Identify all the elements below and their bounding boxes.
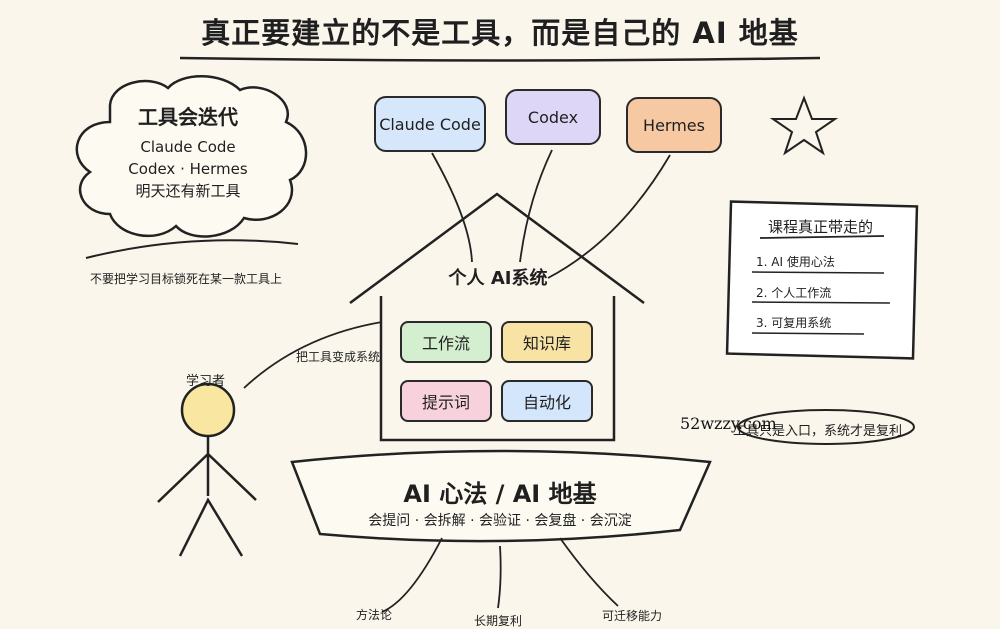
foundation-title: AI 心法 / AI 地基	[403, 480, 597, 508]
tool-hermes: Hermes	[626, 97, 722, 153]
page-title: 真正要建立的不是工具，而是自己的 AI 地基	[201, 16, 799, 50]
tool-claude-code: Claude Code	[374, 96, 486, 152]
learner-arrow	[243, 321, 383, 389]
root-label: 方法论	[356, 608, 393, 622]
tool-connector	[519, 149, 553, 263]
note-card	[725, 200, 919, 360]
house-title: 个人 AI系统	[448, 268, 548, 289]
module-prompts: 提示词	[400, 380, 492, 422]
module-workflow: 工作流	[400, 321, 492, 363]
module-knowledge-base: 知识库	[501, 321, 593, 363]
root-line	[381, 537, 443, 613]
learner-body	[157, 436, 257, 557]
root-label: 可迁移能力	[602, 609, 663, 623]
note-item: 2. 个人工作流	[756, 286, 832, 300]
root-line	[497, 545, 502, 609]
title-underline	[179, 56, 821, 62]
cloud-line: Codex · Hermes	[128, 160, 248, 178]
cloud-shape	[75, 75, 308, 238]
cloud-line: Claude Code	[140, 138, 236, 156]
cloud-underline	[85, 239, 299, 259]
root-line	[559, 537, 619, 607]
tool-connector	[431, 152, 473, 263]
house-body	[379, 296, 616, 442]
note-item: 1. AI 使用心法	[756, 255, 835, 269]
tool-codex: Codex	[505, 89, 601, 145]
foundation-subtitle: 会提问 · 会拆解 · 会验证 · 会复盘 · 会沉淀	[368, 513, 632, 529]
watermark: 52wzzy.com	[680, 414, 777, 433]
note-item: 3. 可复用系统	[756, 316, 832, 330]
learner-arrow-label: 把工具变成系统	[296, 350, 381, 364]
cloud-line: 明天还有新工具	[135, 182, 241, 200]
house-roof	[349, 192, 645, 305]
cloud-text: 工具会迭代 Claude Code Codex · Hermes 明天还有新工具	[100, 106, 276, 202]
right-label-outline	[737, 409, 915, 445]
note-title: 课程真正带走的	[768, 218, 874, 236]
root-label: 长期复利	[474, 614, 523, 628]
foundation-shape	[290, 449, 712, 543]
cloud-title: 工具会迭代	[138, 105, 238, 129]
right-label: 工具只是入口，系统才是复利	[733, 424, 903, 439]
learner-head	[180, 382, 236, 438]
left-caption: 不要把学习目标锁死在某一款工具上	[90, 272, 283, 286]
learner-label: 学习者	[186, 374, 226, 389]
star-icon	[769, 95, 839, 156]
tool-connector	[547, 154, 671, 279]
module-automation: 自动化	[501, 380, 593, 422]
